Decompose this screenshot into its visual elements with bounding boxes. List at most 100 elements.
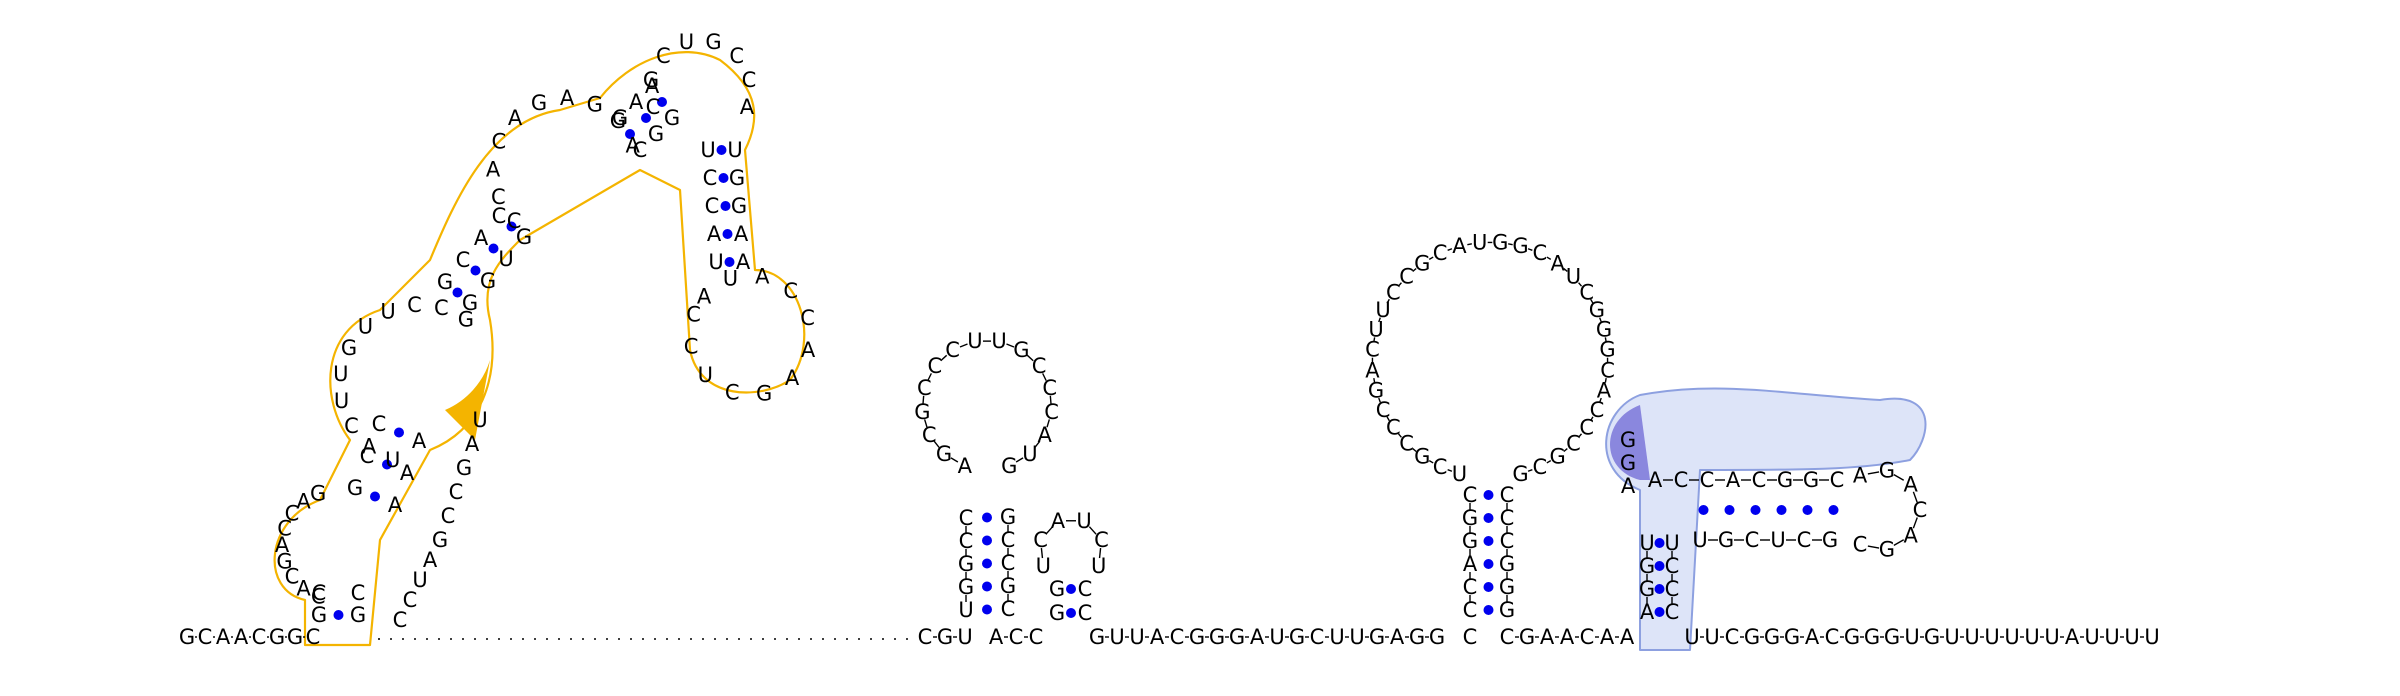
- domain1-nt: G: [610, 109, 626, 133]
- hairpin2-nt: C: [922, 423, 937, 447]
- base-pair-dot: [724, 257, 735, 267]
- linker-nt: C: [1310, 625, 1325, 649]
- domain1-nt: C: [407, 293, 422, 317]
- hairpin4-nt: G: [1620, 428, 1636, 452]
- backbone-link: [1049, 395, 1052, 404]
- hairpin3-nt: A: [1365, 358, 1380, 382]
- base-pair-dot: [382, 459, 392, 470]
- baseline-nt: U: [2024, 625, 2039, 649]
- backbone-link: [1397, 282, 1402, 287]
- linker-nt: C: [1580, 625, 1595, 649]
- hairpin2-nt: C: [1009, 625, 1024, 649]
- linker-nt: A: [1600, 625, 1615, 649]
- baseline-nt: U: [1944, 625, 1959, 649]
- domain1-nt: U: [723, 266, 738, 290]
- domain1-nt: G: [311, 603, 327, 627]
- domain1-nt: C: [456, 248, 471, 272]
- linker-nt: U: [1349, 625, 1364, 649]
- base-pair-dot: [720, 201, 731, 211]
- base-pair-dot: [982, 558, 992, 569]
- baseline-nt: G: [1864, 625, 1880, 649]
- baseline-nt: A: [1805, 625, 1820, 649]
- hairpin4-nt: C: [1665, 600, 1680, 624]
- backbone-link: [1578, 282, 1583, 287]
- hairpin3-nt: A: [1452, 234, 1467, 258]
- domain1-nt: C: [742, 68, 757, 92]
- hairpin3-nt: U: [1566, 265, 1581, 289]
- hairpin2-nt: G: [936, 442, 952, 466]
- backbone-link: [1447, 248, 1453, 251]
- backbone-link: [1373, 337, 1376, 342]
- backbone-link: [1378, 397, 1381, 403]
- domain1-nt: G: [480, 269, 496, 293]
- linker-nt: G: [1189, 625, 1205, 649]
- domain1-nt: A: [296, 577, 311, 601]
- domain1-nt: G: [643, 68, 659, 92]
- baseline-nt: U: [2124, 625, 2139, 649]
- backbone-link: [1546, 460, 1552, 464]
- hairpin2-nt: C: [1001, 528, 1016, 552]
- domain1-nt: C: [507, 209, 522, 233]
- domain1-nt: U: [708, 250, 723, 274]
- hairpin2-nt: G: [1000, 505, 1016, 529]
- domain1-nt: G: [347, 476, 363, 500]
- domain1-nt: U: [380, 300, 395, 324]
- baseline-nt: U: [2004, 625, 2019, 649]
- hairpin4-nt: G: [1620, 451, 1636, 475]
- hairpin3-nt: G: [1589, 298, 1605, 322]
- domain2-outline: [1605, 387, 1927, 651]
- base-pairs: [333, 97, 1839, 620]
- domain1-nt: U: [358, 314, 373, 338]
- domain1-nt: A: [697, 284, 712, 308]
- linker-nt: U: [1329, 625, 1344, 649]
- hairpin4-nt: A: [1853, 463, 1868, 487]
- baseline-nt: G: [1924, 625, 1940, 649]
- hairpin4-nt: G: [1803, 468, 1819, 492]
- domain1-nt: A: [740, 95, 755, 119]
- domain1-nt: C: [351, 581, 366, 605]
- domain1-nt: C: [729, 44, 744, 68]
- base-pair-dot: [982, 581, 992, 592]
- hairpin4-nt: U: [1692, 528, 1707, 552]
- baseline-nt: G: [1744, 625, 1760, 649]
- base-pair-dot: [1698, 505, 1709, 515]
- domain1-nt: C: [393, 608, 408, 632]
- hairpin3-nt: G: [1512, 234, 1528, 258]
- hairpin2-nt: G: [958, 552, 974, 576]
- hairpin4-nt: U: [1639, 531, 1654, 555]
- hairpin3-nt: C: [1365, 338, 1380, 362]
- base-pair-dot: [1750, 505, 1761, 515]
- domain1-nt: C: [344, 414, 359, 438]
- hairpin4-nt: A: [1621, 474, 1636, 498]
- base-pair-dot: [394, 427, 404, 438]
- base-pair-dot: [716, 145, 727, 155]
- hairpin3-nt: G: [1492, 230, 1508, 254]
- hairpin3-nt: C: [1463, 625, 1478, 649]
- domain1-nt: C: [441, 504, 456, 528]
- domain2-highlight: [1610, 405, 1650, 480]
- domain1-nt: U: [498, 247, 513, 271]
- base-pair-dot: [470, 265, 481, 276]
- baseline-nt: U: [2084, 625, 2099, 649]
- backbone-link: [1893, 539, 1905, 546]
- backbone-link: [1467, 243, 1472, 246]
- backbone-link: [922, 395, 925, 404]
- backbone-link: [1040, 547, 1044, 559]
- backbone-link: [1599, 317, 1602, 323]
- base-pair-dot: [1483, 559, 1494, 569]
- baseline-nt: C: [198, 625, 213, 649]
- domain1-nt: C: [312, 581, 327, 605]
- hairpin4-nt: C: [1830, 468, 1845, 492]
- base-pair-dot: [1483, 490, 1494, 500]
- base-pair-dot: [1066, 608, 1076, 618]
- domain1-nt: G: [276, 550, 292, 574]
- hairpin2-nt: U: [1022, 442, 1037, 466]
- backbone-link: [1015, 457, 1024, 463]
- backbone-link: [1034, 440, 1041, 448]
- hairpin4-nt: U: [1770, 528, 1785, 552]
- domain1-nt: C: [800, 306, 815, 330]
- hairpin2-nt: G: [958, 575, 974, 599]
- linker-nt: A: [1250, 625, 1265, 649]
- small-hairpin-nt: C: [1094, 528, 1109, 552]
